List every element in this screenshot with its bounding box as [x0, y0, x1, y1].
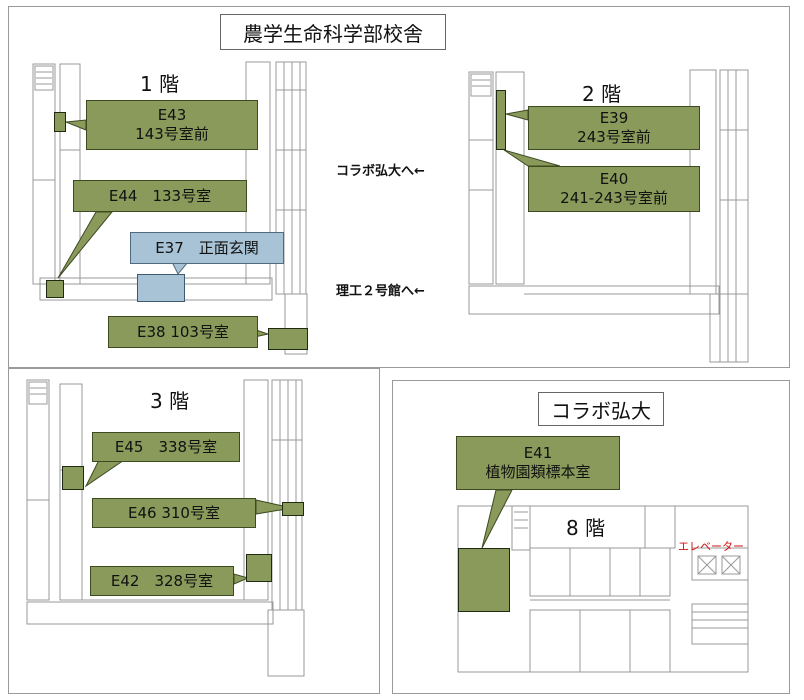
to-riko-label: 理工２号館へ← [336, 284, 425, 299]
e44-pointer [57, 211, 114, 279]
e43-pointer [65, 119, 87, 131]
e41-callout: E41 植物園類標本室 [456, 436, 620, 490]
e37-marker[interactable] [137, 274, 185, 302]
e39-code: E39 [599, 109, 629, 128]
e43-room: 143号室前 [135, 125, 209, 143]
e43-marker[interactable] [54, 112, 66, 132]
e46-text: E46 310号室 [128, 503, 220, 522]
to-collabo-label: コラボ弘大へ← [336, 164, 425, 179]
e38-marker[interactable] [268, 328, 308, 350]
e39-pointer [505, 109, 529, 121]
elevator-label: エレベーター [678, 540, 744, 553]
e42-callout: E42 328号室 [90, 566, 234, 596]
e43-code: E43 [157, 106, 187, 125]
e42-text: E42 328号室 [110, 571, 214, 590]
e45-callout: E45 338号室 [92, 432, 240, 462]
e40-callout: E40 241-243号室前 [528, 166, 700, 212]
floor3-label: 3 階 [150, 389, 190, 413]
e45-marker[interactable] [62, 466, 84, 490]
e43-callout: E43 143号室前 [86, 100, 258, 150]
floor1-plan [32, 61, 308, 355]
e41-room: 植物園類標本室 [485, 463, 591, 481]
e37-text: E37 正面玄関 [155, 238, 259, 257]
e42-marker[interactable] [246, 554, 272, 582]
e38-text: E38 103号室 [137, 322, 229, 341]
e46-callout: E46 310号室 [92, 498, 256, 528]
e44-text: E44 133号室 [108, 186, 212, 205]
floor3-panel [8, 368, 380, 694]
e41-pointer [481, 489, 513, 549]
e40-code: E40 [599, 170, 629, 189]
floor1-label: 1 階 [140, 72, 180, 96]
e39-room: 243号室前 [577, 128, 651, 146]
floor8-label: 8 階 [566, 516, 606, 540]
e46-pointer [255, 499, 293, 515]
e39-e40-marker[interactable] [496, 90, 506, 150]
e44-marker[interactable] [46, 280, 64, 298]
building-title: 農学生命科学部校舎 [220, 14, 446, 50]
floor2-label: 2 階 [582, 82, 622, 106]
e40-room: 241-243号室前 [560, 189, 668, 207]
e44-callout: E44 133号室 [73, 180, 247, 212]
floor2-plan [468, 69, 749, 363]
e45-text: E45 338号室 [114, 437, 218, 456]
e46-marker[interactable] [282, 502, 304, 516]
floor3-plan [26, 379, 305, 677]
e38-callout: E38 103号室 [108, 316, 258, 348]
e41-marker[interactable] [458, 548, 510, 612]
e40-pointer [503, 149, 561, 167]
e39-callout: E39 243号室前 [528, 106, 700, 150]
e42-pointer [233, 573, 250, 585]
collabo-title: コラボ弘大 [538, 392, 664, 426]
e37-callout: E37 正面玄関 [130, 232, 284, 264]
e41-code: E41 [523, 444, 553, 463]
